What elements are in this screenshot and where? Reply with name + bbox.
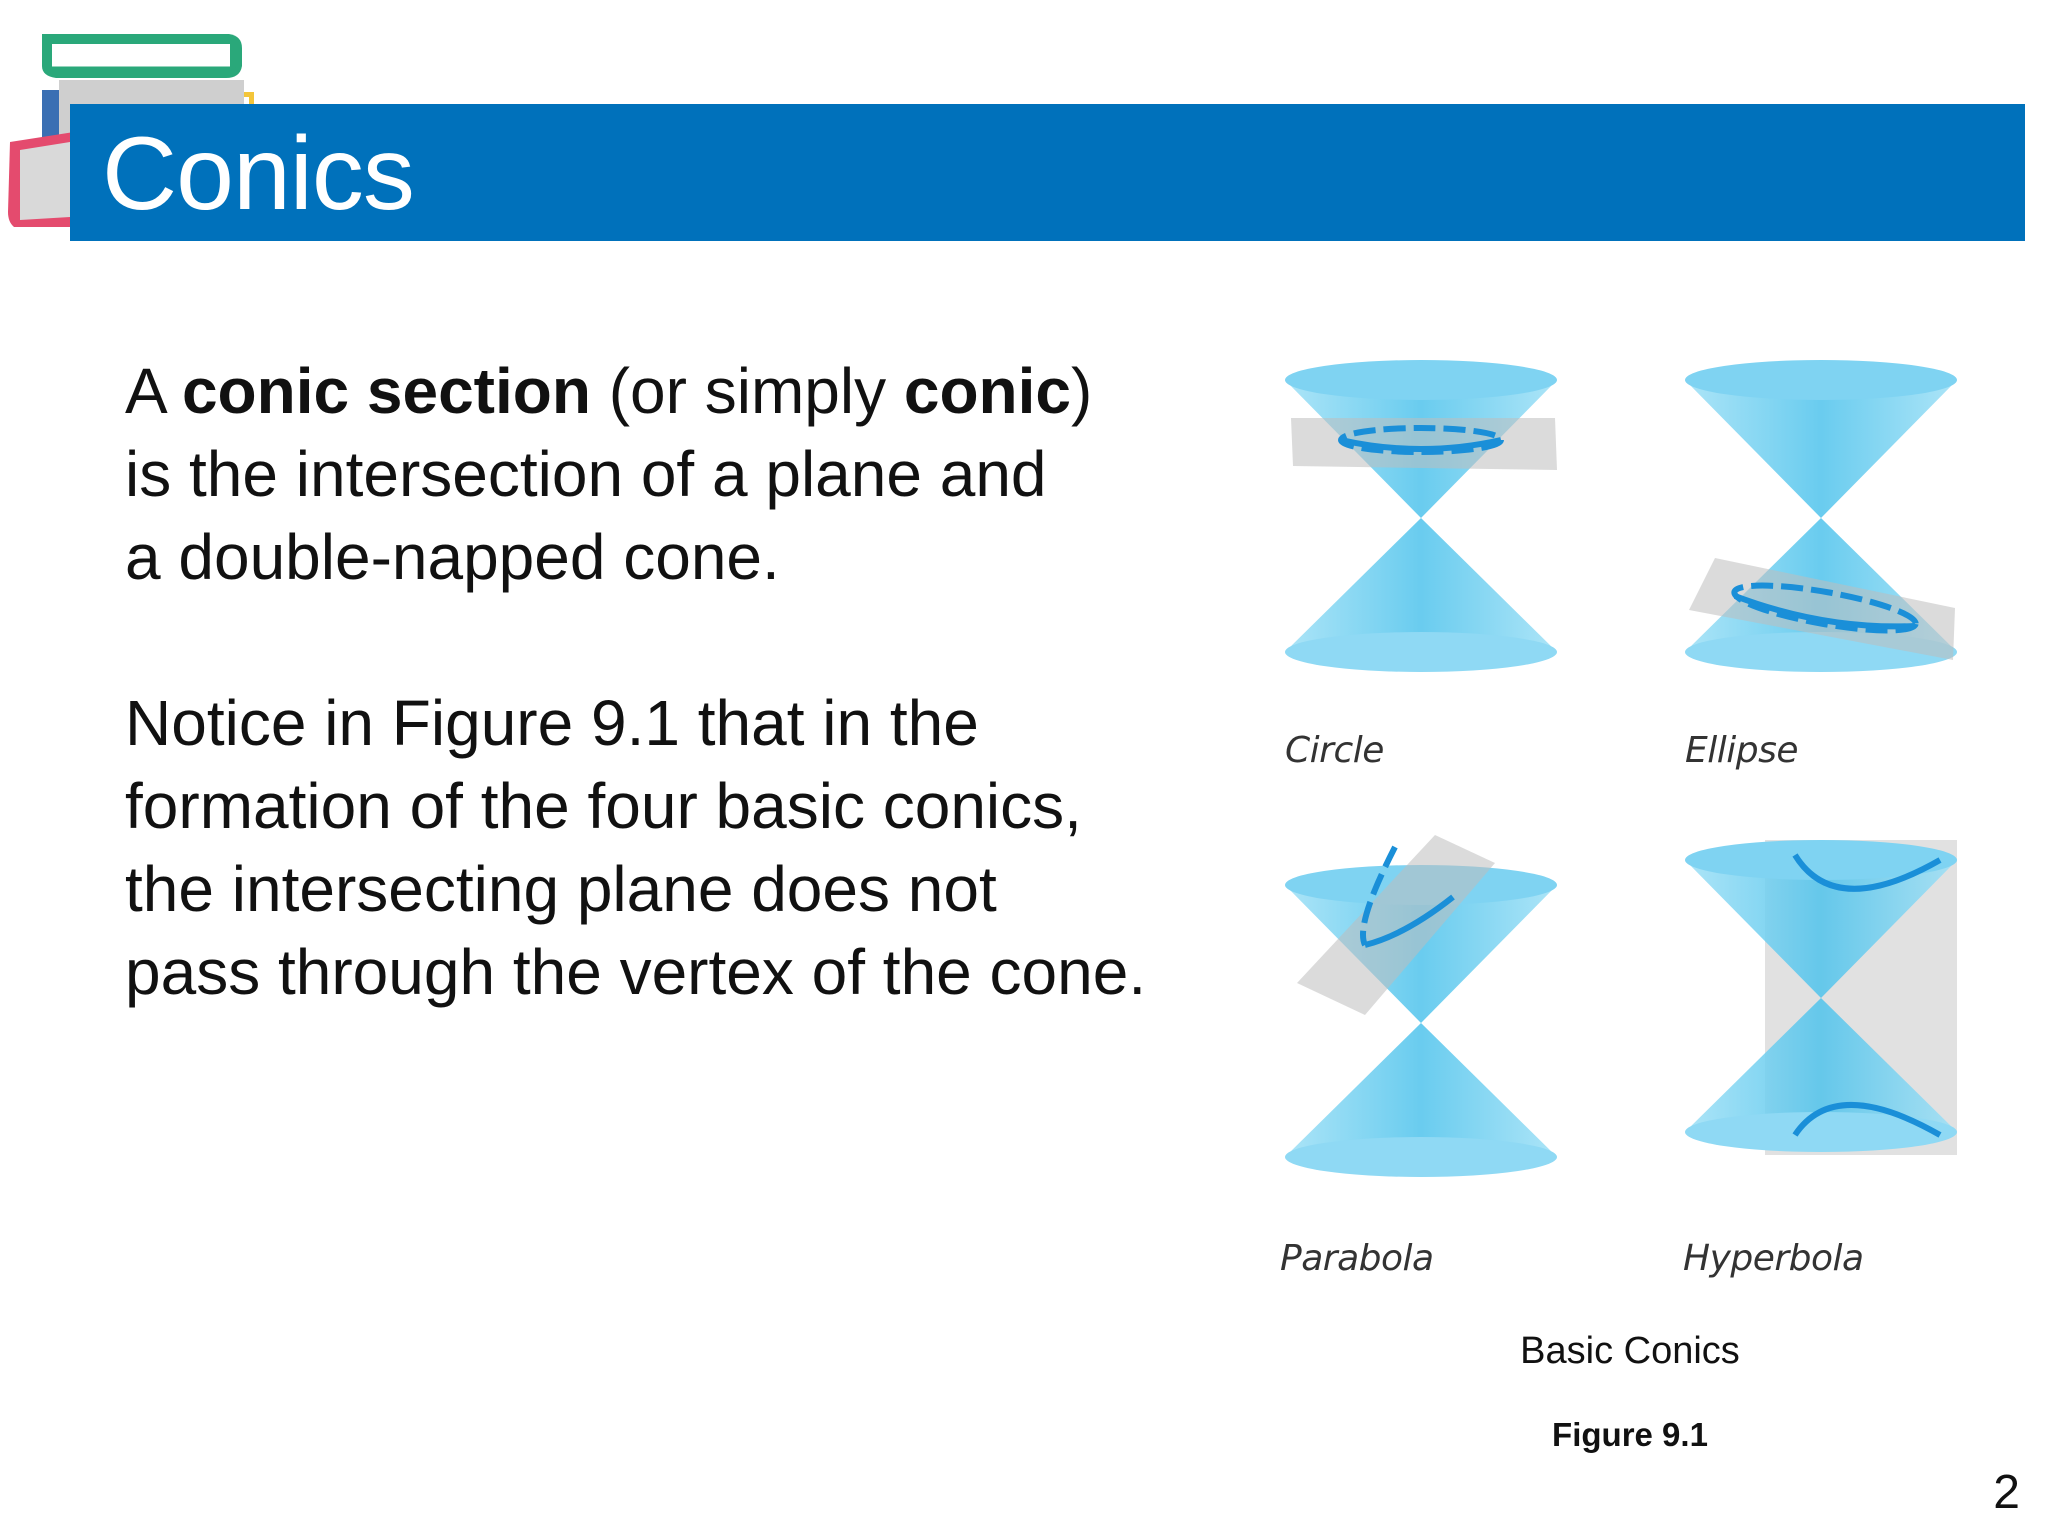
definition-paragraph: A conic section (or simply conic) is the… — [125, 350, 1255, 599]
notice-line-1: Notice in Figure 9.1 that in the — [125, 687, 979, 759]
page-number: 2 — [1993, 1466, 2020, 1519]
hyperbola-label: Hyperbola — [1683, 1238, 1864, 1279]
notice-line-4: pass through the vertex of the cone. — [125, 936, 1147, 1008]
notice-paragraph: Notice in Figure 9.1 that in the formati… — [125, 682, 1255, 1014]
term-conic-section: conic section — [181, 355, 591, 427]
title-bar — [70, 104, 2025, 241]
ellipse-label: Ellipse — [1685, 730, 1799, 771]
conics-illustration — [1285, 360, 1957, 1177]
slide-body: A conic section (or simply conic) is the… — [125, 350, 1255, 1014]
definition-line-3: a double-napped cone. — [125, 521, 780, 593]
definition-line-2: is the intersection of a plane and — [125, 438, 1047, 510]
figure-caption: Basic Conics — [1520, 1330, 1740, 1372]
term-conic: conic — [903, 355, 1071, 427]
ellipse-cone — [1685, 360, 1957, 672]
circle-cone — [1285, 360, 1557, 672]
notice-line-2: formation of the four basic conics, — [125, 770, 1082, 842]
parabola-label: Parabola — [1280, 1238, 1434, 1279]
definition-line-1: A conic section (or simply conic) — [125, 355, 1093, 427]
circle-label: Circle — [1285, 730, 1384, 771]
parabola-cone — [1285, 835, 1557, 1177]
hyperbola-cone — [1685, 840, 1957, 1155]
figure-number: Figure 9.1 — [1552, 1416, 1708, 1453]
slide-title: Conics — [102, 116, 415, 232]
notice-line-3: the intersecting plane does not — [125, 853, 997, 925]
figure-basic-conics: Circle Ellipse Parabola Hyperbola — [1265, 340, 1980, 1310]
